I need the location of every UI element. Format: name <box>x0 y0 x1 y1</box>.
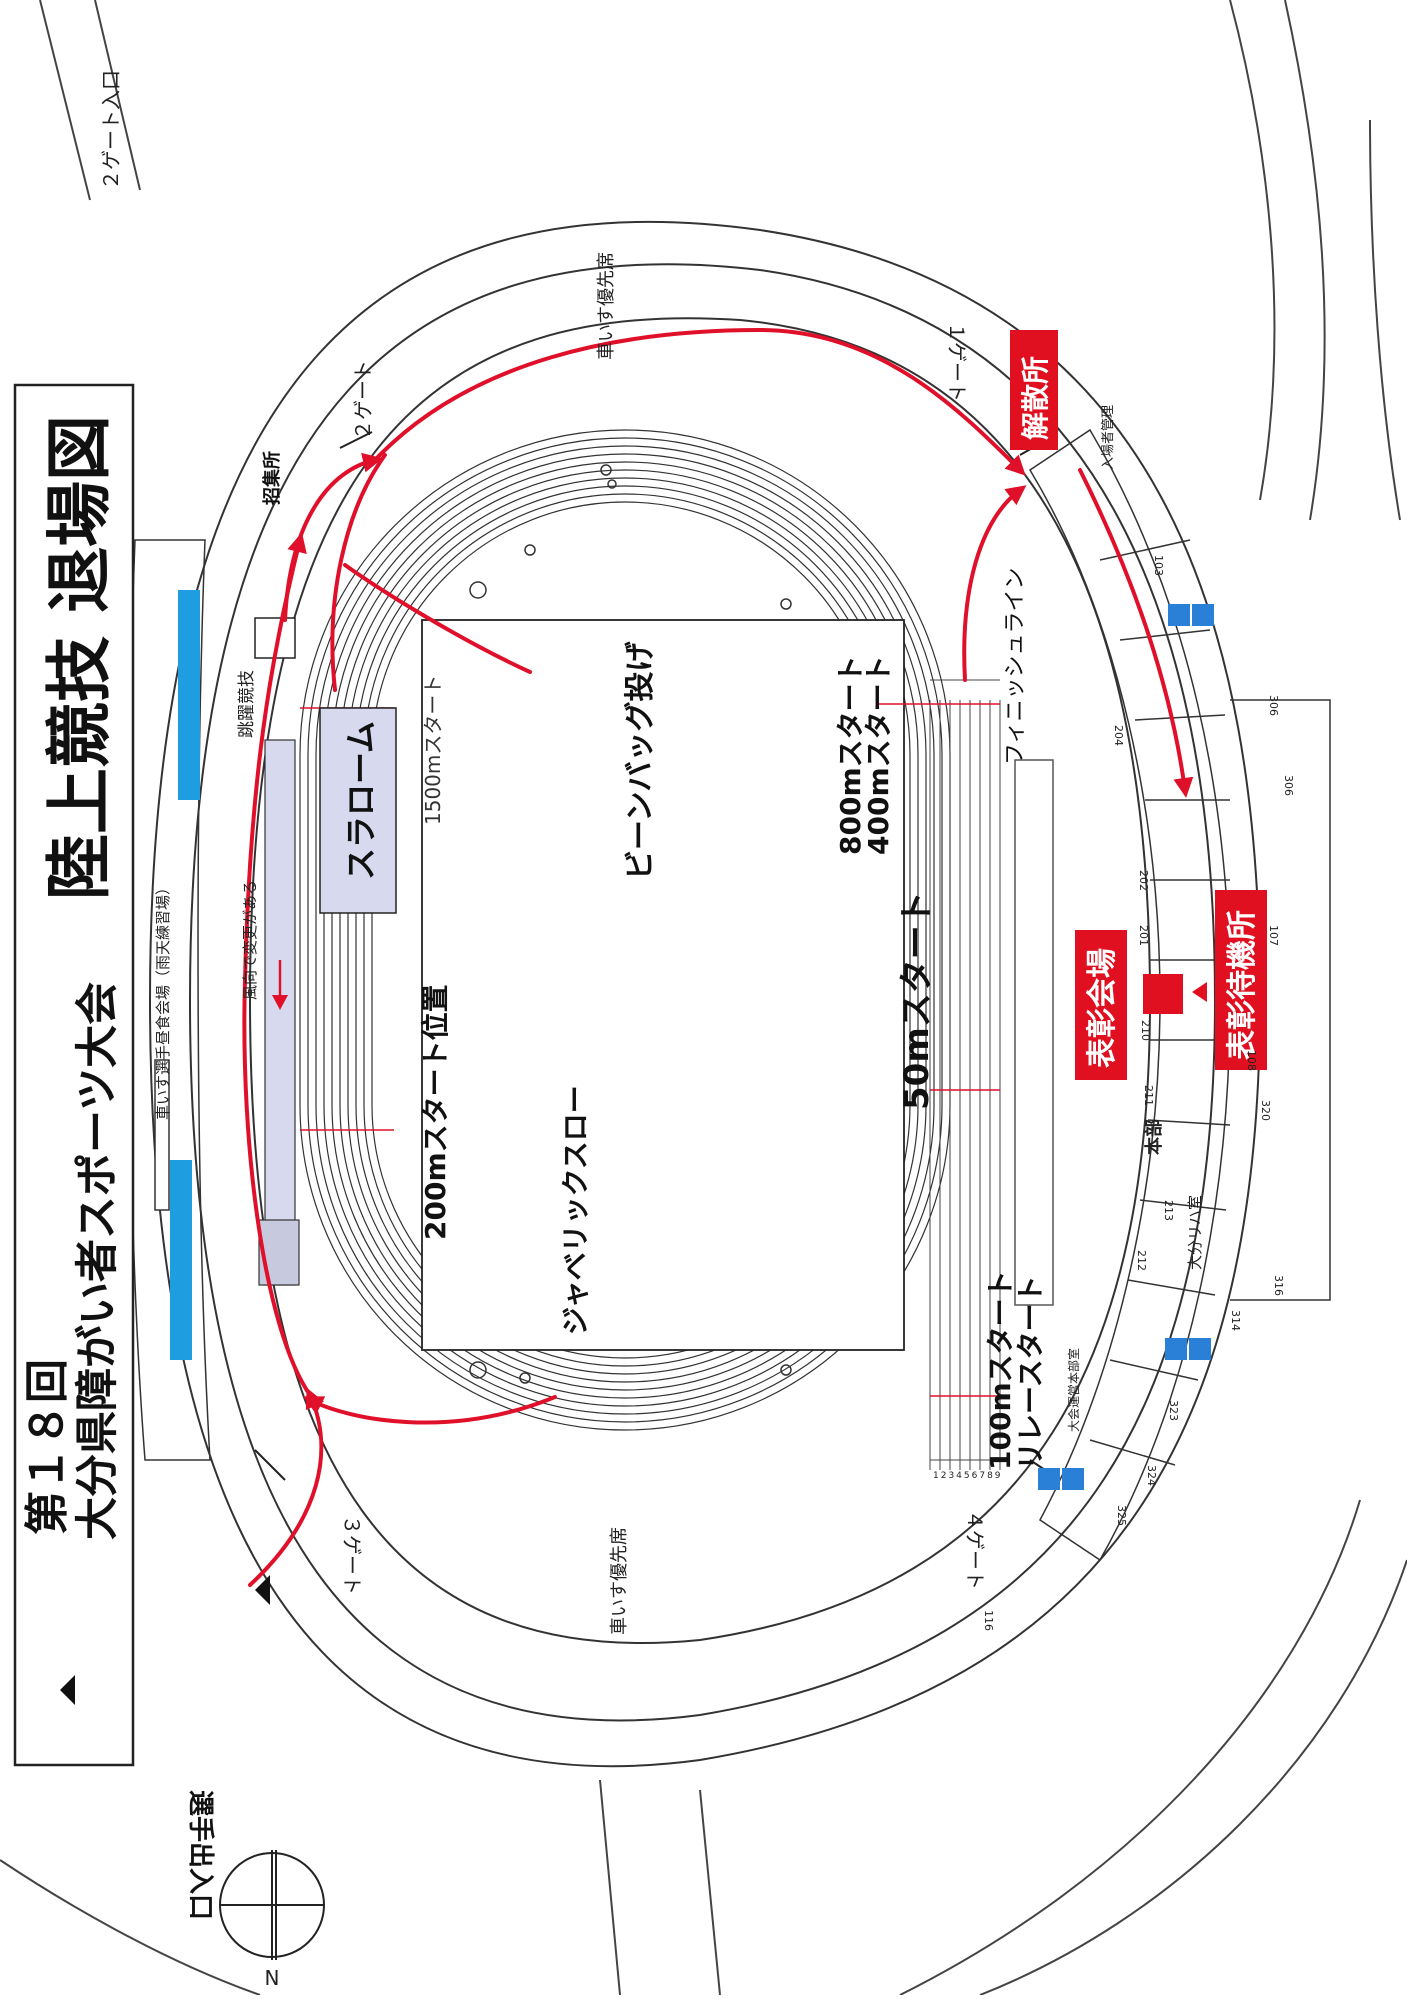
start-800-label: 800mスタート <box>834 655 867 855</box>
awards-venue-label: 表彰会場 <box>1085 948 1120 1068</box>
room-108: 108 <box>1245 1050 1258 1071</box>
dismissal-area-badge: 解散所 <box>1010 330 1058 450</box>
awards-marker <box>1143 974 1183 1014</box>
gate2-entrance-label: ２ゲート入口 <box>99 70 123 190</box>
exit-routes <box>242 327 1194 1587</box>
room-202: 202 <box>1137 870 1150 891</box>
gate1-label: １ゲート <box>945 322 969 402</box>
room-306: 306 <box>1267 695 1280 716</box>
start-50-label: 50mスタート <box>897 891 937 1110</box>
room-204: 204 <box>1112 725 1125 746</box>
finish-line-label: フィニッシュライン <box>1003 567 1028 765</box>
room-116: 116 <box>982 1610 995 1631</box>
awards-waiting-badge: 表彰待機所 <box>1215 890 1267 1070</box>
room-325: 325 <box>1115 1505 1128 1526</box>
start-400-label: 400mスタート <box>862 655 895 855</box>
wheelchair-seats-top: 車いす優先席 <box>596 252 617 360</box>
room-107: 107 <box>1267 925 1280 946</box>
gate4-label: ４ゲート <box>963 1510 987 1590</box>
entrance-arrow-left-icon <box>60 1675 75 1705</box>
map-title: 陸上競技 退場図 <box>41 415 118 900</box>
gate3-label: ３ゲート <box>340 1515 364 1595</box>
gate2-label: ２ゲート <box>351 360 375 440</box>
room-201: 201 <box>1137 925 1150 946</box>
room-316: 316 <box>1272 1275 1285 1296</box>
jump-runway <box>258 739 300 1286</box>
room-323: 323 <box>1167 1400 1180 1421</box>
room-212: 212 <box>1135 1250 1148 1271</box>
room-210: 210 <box>1139 1020 1152 1041</box>
restroom-icons <box>1038 604 1214 1490</box>
room-320: 320 <box>1259 1100 1272 1121</box>
oita-room-label: 大分リハ室 <box>1186 1195 1204 1270</box>
entry-management-label: 入場者管理 <box>1101 405 1116 470</box>
event-name: 大分県障がい者スポーツ大会 <box>73 982 123 1540</box>
slalom-area <box>319 707 397 914</box>
javelin-label: ジャベリックスロー <box>559 1085 592 1335</box>
dismissal-area-label: 解散所 <box>1019 356 1052 440</box>
room-306b: 306 <box>1282 775 1295 796</box>
wheelchair-seats-bottom: 車いす優先席 <box>609 1527 630 1635</box>
slalom-label: スラローム <box>342 721 380 880</box>
title-box: 第１８回 大分県障がい者スポーツ大会 陸上競技 退場図 <box>13 383 135 1767</box>
call-area-label: 招集所 <box>261 451 283 505</box>
room-numbers: 103 204 306 306 202 201 107 108 210 211 … <box>982 555 1295 1631</box>
field-markers <box>469 464 792 1384</box>
headquarters-label: 本部 <box>1143 1119 1165 1155</box>
infield <box>421 619 905 1351</box>
start-1500-label: 1500mスタート <box>421 675 445 825</box>
entrance-arrow-icon <box>255 1575 270 1605</box>
room-103: 103 <box>1152 555 1165 576</box>
water-area-bottom <box>170 1160 192 1360</box>
lane-numbers: 123456789 <box>933 1471 1003 1481</box>
compass-icon: N <box>219 1850 325 1990</box>
room-211: 211 <box>1142 1085 1155 1106</box>
room-314: 314 <box>1229 1310 1242 1331</box>
awards-waiting-label: 表彰待機所 <box>1225 910 1260 1060</box>
relay-office-label: 大会運営本部室 <box>1066 1348 1081 1432</box>
beanbag-label: ビーンバッグ投げ <box>623 641 658 880</box>
water-area-top <box>178 590 200 800</box>
start-100-label: 100mスタート <box>984 1270 1017 1470</box>
relay-start-label: リレースタート <box>1014 1275 1047 1470</box>
lunch-area-label: 車いす選手昼食会場（雨天練習場） <box>154 880 172 1120</box>
compass-north-label: N <box>265 1966 280 1990</box>
start-200-label: 200mスタート位置 <box>419 984 452 1240</box>
finish-structure <box>1014 759 1054 1306</box>
wind-note-label: 風向で変更がある <box>241 880 259 1000</box>
edition-label: 第１８回 <box>22 1359 73 1535</box>
room-324: 324 <box>1145 1465 1158 1486</box>
athlete-entrance-label: 選手出入口 <box>185 1790 215 1920</box>
jump-event-label: 跳躍競技 <box>237 670 257 738</box>
room-213: 213 <box>1162 1200 1175 1221</box>
awards-venue-badge: 表彰会場 <box>1075 930 1127 1080</box>
awards-arrow-icon <box>1192 982 1207 1002</box>
